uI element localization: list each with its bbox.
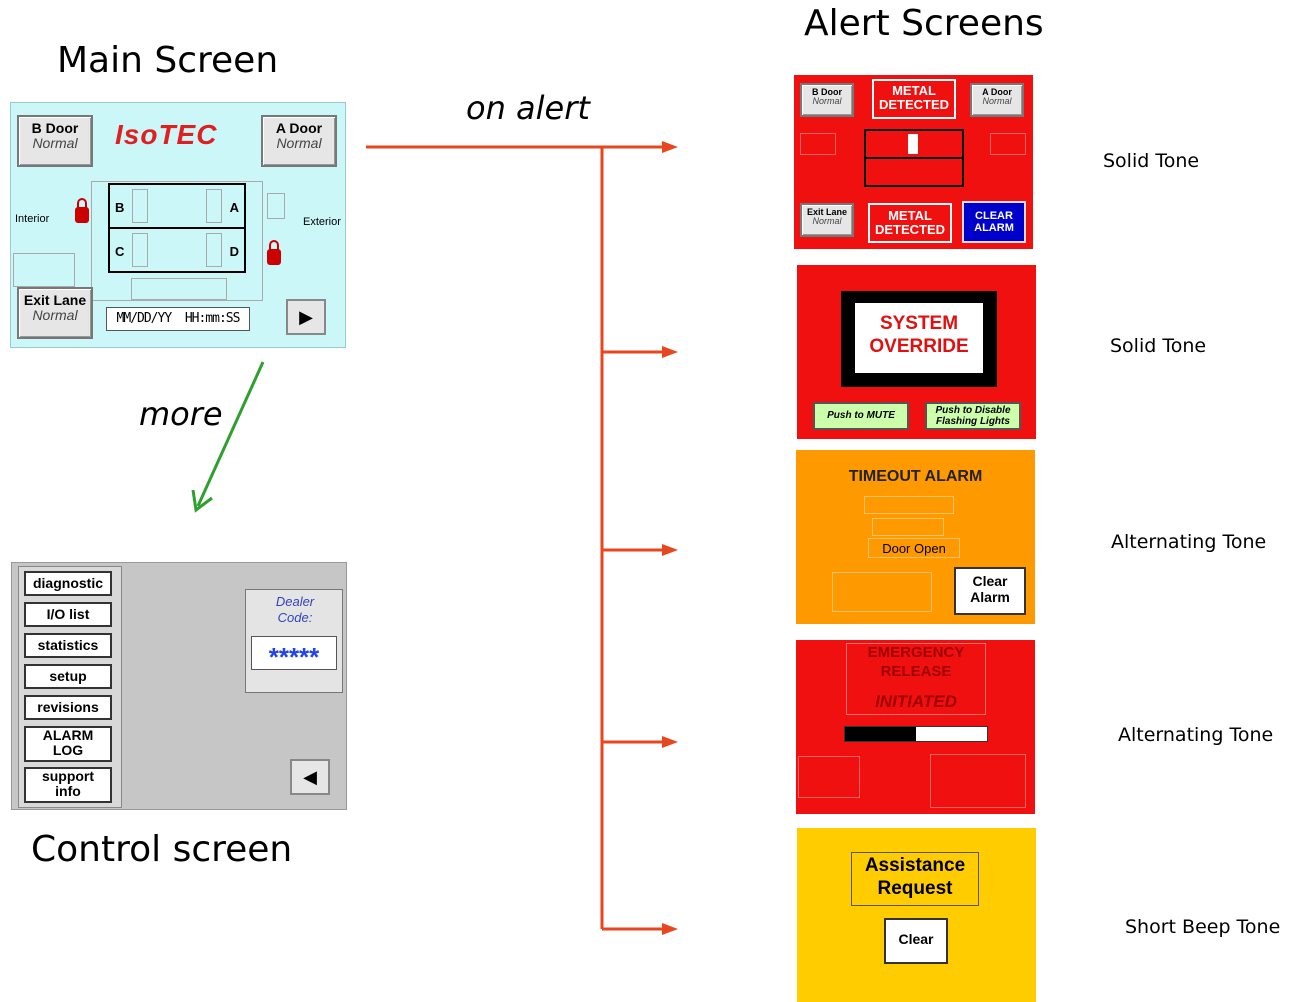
lane-bottom: C D <box>108 227 246 273</box>
lane-c-label: C <box>115 244 125 259</box>
dealer-code-panel: Dealer Code: ***** <box>245 589 343 693</box>
timeout-alarm-screen: TIMEOUT ALARM Door Open Clear Alarm <box>796 450 1035 624</box>
timeout-outline-1 <box>864 496 954 514</box>
override-title: SYSTEM OVERRIDE <box>855 303 983 373</box>
lane-c-sensor <box>132 233 148 267</box>
override-tone-label: Solid Tone <box>1110 335 1207 357</box>
lane-d-label: D <box>229 244 239 259</box>
lane-outline <box>91 181 263 301</box>
lane-top: B A <box>108 183 246 229</box>
clear-alarm-button[interactable]: CLEAR ALARM <box>962 201 1026 243</box>
interior-lock-icon <box>75 198 89 223</box>
metal-a-door-label: A Door <box>982 87 1012 97</box>
metal-detected-top-label: METAL DETECTED <box>872 79 956 119</box>
alert-screens-heading: Alert Screens <box>804 3 1044 44</box>
timeout-outline-3 <box>832 572 932 612</box>
dealer-code-label: Dealer Code: <box>275 594 315 625</box>
timeout-tone-label: Alternating Tone <box>1111 531 1267 553</box>
metal-tone-label: Solid Tone <box>1103 150 1200 172</box>
metal-exterior-outline <box>990 133 1026 155</box>
emergency-release-screen: EMERGENCY RELEASE INITIATED <box>796 640 1035 814</box>
exterior-outline <box>267 193 285 219</box>
metal-exit-lane-status: Normal <box>812 216 842 227</box>
emergency-tone-label: Alternating Tone <box>1118 724 1274 746</box>
emergency-initiated: INITIATED <box>875 692 957 711</box>
arrow-to-control-screen <box>191 361 265 513</box>
revisions-button[interactable]: revisions <box>24 695 112 720</box>
lane-d-sensor <box>206 233 222 267</box>
back-button[interactable]: ◀ <box>290 759 330 795</box>
control-screen-heading: Control screen <box>31 829 293 870</box>
b-door-status: Normal <box>32 134 78 151</box>
exterior-label: Exterior <box>303 216 341 228</box>
more-label: more <box>139 395 223 433</box>
door-open-status: Door Open <box>868 538 960 558</box>
on-alert-label: on alert <box>466 89 590 127</box>
metal-b-door-status: Normal <box>812 96 842 107</box>
setup-button[interactable]: setup <box>24 664 112 689</box>
metal-b-door-label: B Door <box>812 87 842 97</box>
support-info-button[interactable]: support info <box>24 767 112 803</box>
lane-b-sensor <box>132 189 148 223</box>
metal-detected-screen: B Door Normal METAL DETECTED A Door Norm… <box>794 75 1033 249</box>
metal-exit-lane-button[interactable]: Exit Lane Normal <box>800 203 854 237</box>
main-screen: B Door Normal A Door Normal IsoTEC Inter… <box>10 102 346 348</box>
timeout-outline-2 <box>872 518 944 536</box>
emergency-title-box <box>846 643 986 715</box>
exit-lane-label: Exit Lane <box>23 292 87 308</box>
interior-outline <box>13 253 75 287</box>
metal-lane-divider <box>866 157 962 159</box>
lane-a-label: A <box>229 200 239 215</box>
a-door-status: Normal <box>276 134 322 151</box>
emergency-title: EMERGENCY RELEASE <box>867 644 965 680</box>
control-screen: diagnostic I/O list statistics setup rev… <box>11 562 347 810</box>
datetime-display: MM/DD/YY HH:mm:SS <box>106 307 250 331</box>
emergency-progress-fill <box>845 727 916 741</box>
metal-exit-lane-label: Exit Lane <box>806 207 847 217</box>
assistance-clear-button[interactable]: Clear <box>884 918 948 964</box>
metal-detector-indicator <box>908 134 918 154</box>
emergency-outline-left <box>798 756 860 798</box>
metal-a-door-status: Normal <box>982 96 1012 107</box>
lane-b-label: B <box>115 200 125 215</box>
system-override-screen: SYSTEM OVERRIDE Push to MUTE Push to Dis… <box>797 265 1036 439</box>
lane-outline-bottom <box>131 278 227 300</box>
a-door-label: A Door <box>275 120 323 136</box>
main-screen-heading: Main Screen <box>57 40 279 81</box>
metal-lane-diagram <box>864 129 964 187</box>
b-door-button[interactable]: B Door Normal <box>17 115 93 167</box>
disable-flashing-lights-button[interactable]: Push to Disable Flashing Lights <box>925 402 1021 430</box>
override-frame: SYSTEM OVERRIDE <box>841 291 997 387</box>
alarm-log-button[interactable]: ALARM LOG <box>24 726 112 762</box>
metal-detected-bottom-label: METAL DETECTED <box>868 203 952 243</box>
a-door-button[interactable]: A Door Normal <box>261 115 337 167</box>
assistance-request-screen: Assistance Request Clear <box>797 828 1036 1002</box>
diagnostic-button[interactable]: diagnostic <box>24 571 112 596</box>
b-door-label: B Door <box>31 120 79 136</box>
emergency-outline-right <box>930 754 1026 808</box>
push-to-mute-button[interactable]: Push to MUTE <box>813 402 909 430</box>
metal-a-door-button[interactable]: A Door Normal <box>970 83 1024 117</box>
emergency-progress-bar <box>844 726 988 742</box>
next-screen-button[interactable]: ▶ <box>286 299 326 335</box>
assistance-tone-label: Short Beep Tone <box>1125 916 1281 938</box>
dealer-code-input[interactable]: ***** <box>251 636 337 670</box>
io-list-button[interactable]: I/O list <box>24 602 112 627</box>
statistics-button[interactable]: statistics <box>24 633 112 658</box>
metal-interior-outline <box>800 133 836 155</box>
exit-lane-status: Normal <box>32 306 78 323</box>
timeout-title: TIMEOUT ALARM <box>848 468 983 485</box>
assistance-title: Assistance Request <box>851 852 979 906</box>
exterior-lock-icon <box>267 240 281 265</box>
lane-a-sensor <box>206 189 222 223</box>
timeout-clear-alarm-button[interactable]: Clear Alarm <box>954 567 1026 615</box>
exit-lane-button[interactable]: Exit Lane Normal <box>17 287 93 339</box>
isotec-logo: IsoTEC <box>115 119 218 150</box>
interior-label: Interior <box>15 213 50 225</box>
metal-b-door-button[interactable]: B Door Normal <box>800 83 854 117</box>
